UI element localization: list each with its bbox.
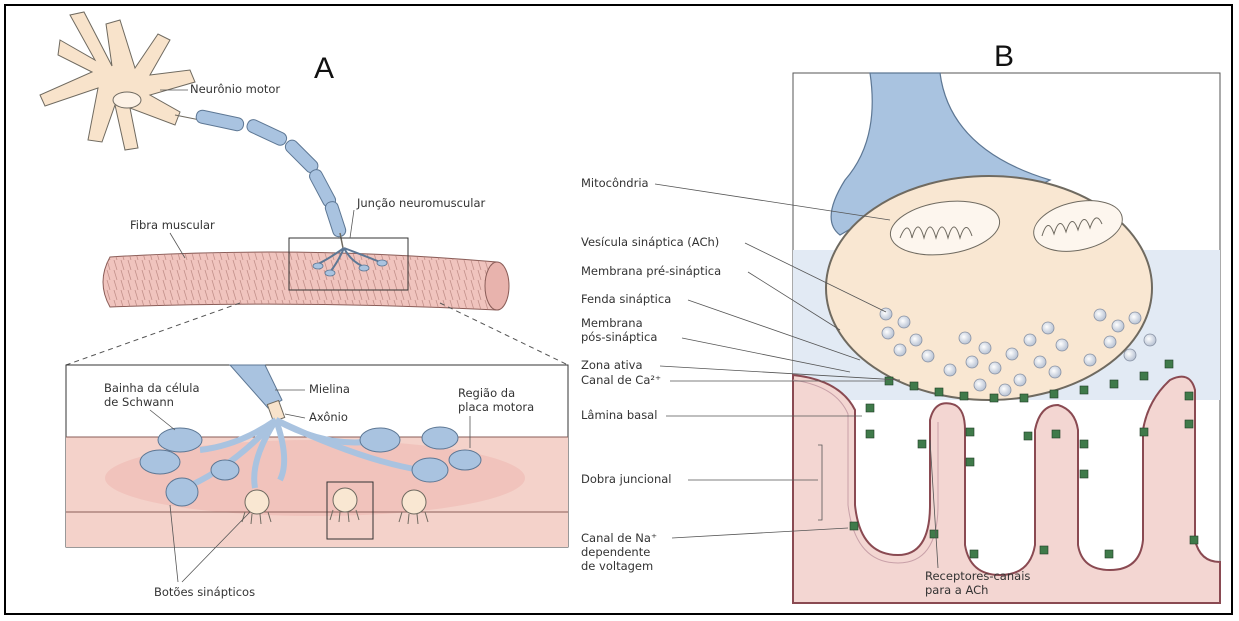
zoom-line-left (66, 303, 240, 365)
label-myelin: Mielina (309, 382, 350, 396)
label-postsynaptic-1: Membrana (581, 316, 643, 330)
panel-a-title: A (314, 52, 334, 85)
label-basal-lamina: Lâmina basal (581, 408, 657, 422)
label-synaptic-vesicle: Vesícula sináptica (ACh) (581, 235, 719, 249)
muscle-fiber (103, 252, 509, 310)
label-schwann-2: de Schwann (104, 395, 174, 409)
label-synaptic-cleft: Fenda sináptica (581, 292, 671, 306)
axon-myelin (195, 109, 347, 238)
label-presynaptic-membrane: Membrana pré-sináptica (581, 264, 721, 278)
label-na-channel-3: de voltagem (581, 559, 653, 573)
label-ach-receptors-1: Receptores-canais (925, 569, 1030, 583)
motor-neuron (40, 12, 200, 150)
label-active-zone: Zona ativa (581, 358, 643, 372)
label-muscle-fiber: Fibra muscular (130, 218, 215, 232)
label-ca-channel: Canal de Ca²⁺ (581, 373, 661, 387)
label-ach-receptors-2: para a ACh (925, 583, 988, 597)
zoom-line-right (440, 303, 568, 365)
label-mitochondria: Mitocôndria (581, 176, 649, 190)
label-endplate-1: Região da (458, 386, 515, 400)
label-endplate-2: placa motora (458, 400, 534, 414)
label-neuromuscular-junction: Junção neuromuscular (356, 196, 486, 210)
label-boutons: Botões sinápticos (154, 585, 255, 599)
label-postsynaptic-2: pós-sináptica (581, 330, 657, 344)
panel-a: A (40, 12, 568, 599)
label-junctional-fold: Dobra juncional (581, 472, 671, 486)
label-na-channel-2: dependente (581, 545, 650, 559)
label-motor-neuron: Neurônio motor (190, 82, 280, 96)
label-schwann-1: Bainha da célula (104, 381, 200, 395)
panel-b: B (581, 40, 1220, 603)
label-na-channel-1: Canal de Na⁺ (581, 531, 657, 545)
label-axon: Axônio (309, 410, 348, 424)
panel-b-title: B (994, 40, 1014, 73)
